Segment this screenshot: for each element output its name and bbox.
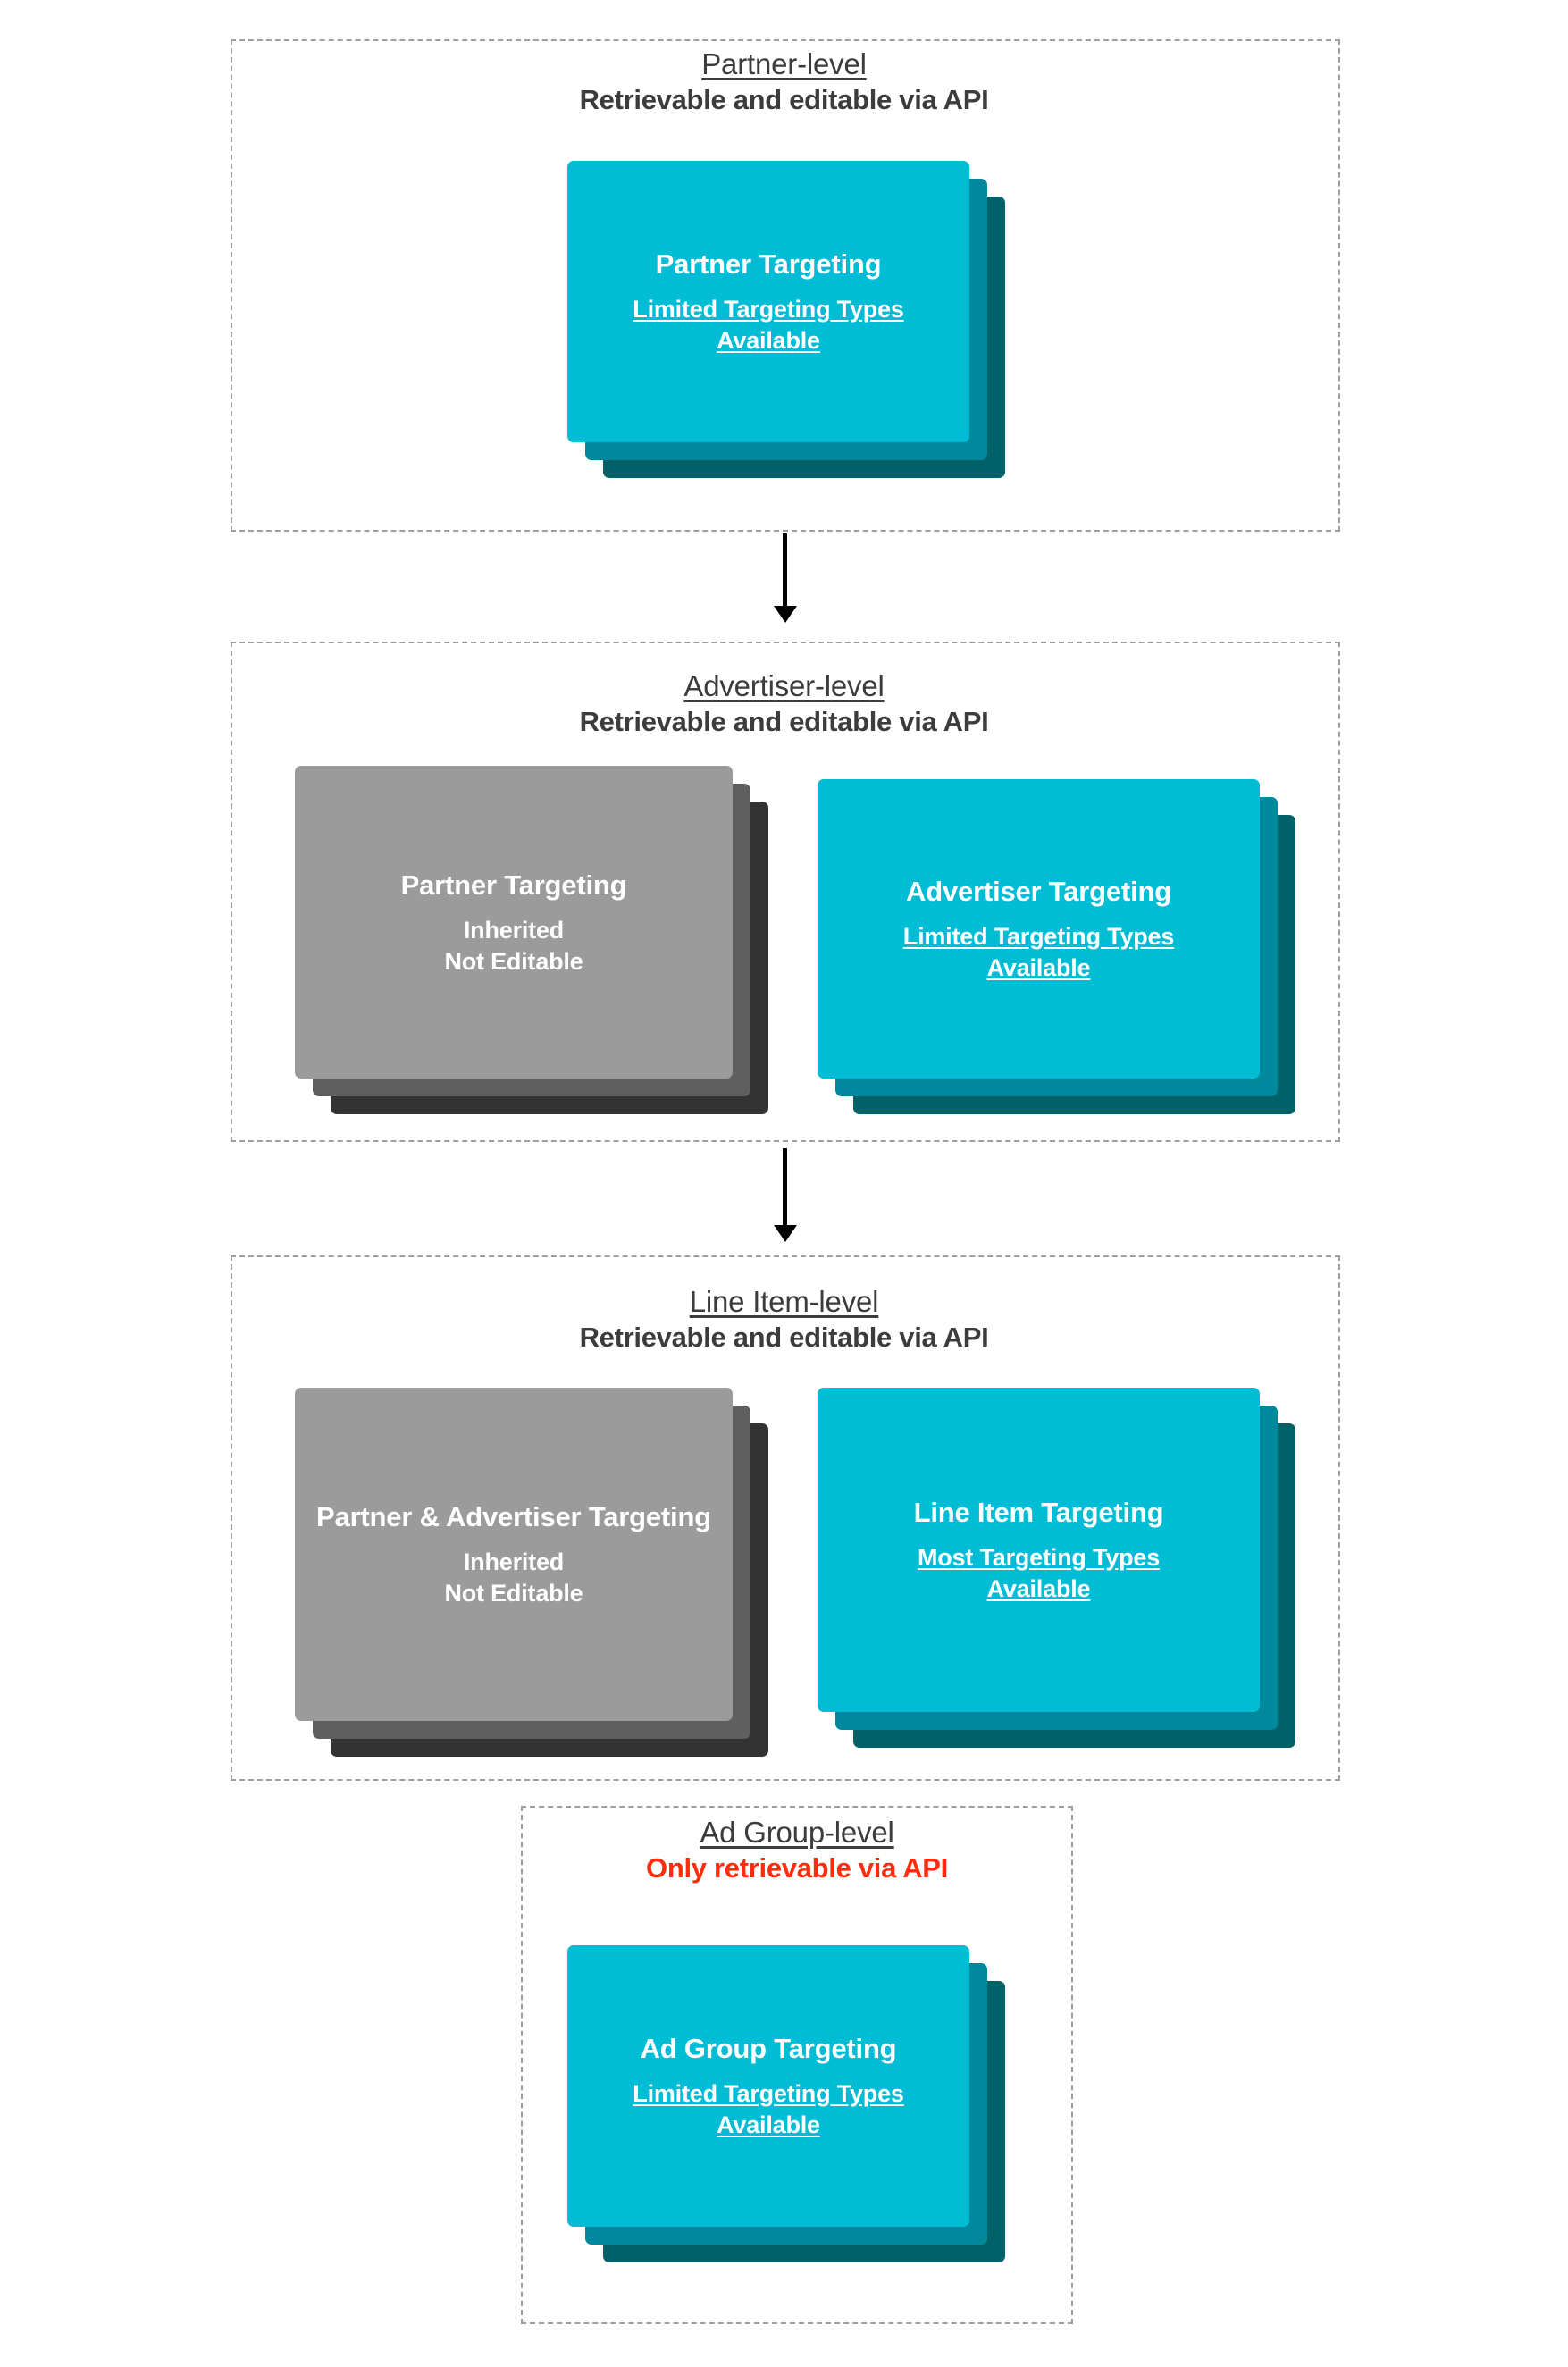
card-note-line2: Not Editable bbox=[444, 947, 583, 975]
card-title: Advertiser Targeting bbox=[906, 876, 1171, 907]
card-note-line2: Available bbox=[717, 327, 820, 354]
level-title-adgroup: Ad Group-level bbox=[700, 1816, 894, 1849]
arrow-shaft bbox=[783, 533, 787, 606]
card-note: Inherited Not Editable bbox=[444, 1547, 583, 1609]
card-ad-group-targeting[interactable]: Ad Group Targeting Limited Targeting Typ… bbox=[567, 1945, 969, 2227]
arrow-head-icon bbox=[774, 606, 797, 623]
card-note-line2: Not Editable bbox=[444, 1580, 583, 1607]
level-container-advertiser bbox=[231, 642, 1340, 1142]
level-title-advertiser: Advertiser-level bbox=[683, 669, 885, 702]
card-partner-advertiser-targeting-inherited[interactable]: Partner & Advertiser Targeting Inherited… bbox=[295, 1388, 733, 1721]
level-title-lineitem: Line Item-level bbox=[689, 1285, 879, 1318]
card-stack-advertiser-targeting: Advertiser Targeting Limited Targeting T… bbox=[818, 779, 1295, 1114]
card-partner-targeting-inherited[interactable]: Partner Targeting Inherited Not Editable bbox=[295, 766, 733, 1079]
card-note: Limited Targeting Types Available bbox=[633, 2078, 904, 2141]
level-heading-partner: Partner-level Retrievable and editable v… bbox=[0, 46, 1568, 118]
card-note: Inherited Not Editable bbox=[444, 915, 583, 978]
level-subtitle-lineitem: Retrievable and editable via API bbox=[579, 1322, 989, 1353]
card-note-line1: Most Targeting Types bbox=[917, 1544, 1161, 1571]
card-stack-adgroup-targeting: Ad Group Targeting Limited Targeting Typ… bbox=[567, 1945, 1005, 2262]
card-line-item-targeting[interactable]: Line Item Targeting Most Targeting Types… bbox=[818, 1388, 1260, 1712]
card-title: Ad Group Targeting bbox=[640, 2033, 897, 2064]
level-heading-advertiser: Advertiser-level Retrievable and editabl… bbox=[0, 668, 1568, 740]
card-title: Partner & Advertiser Targeting bbox=[316, 1501, 711, 1532]
level-container-adgroup bbox=[521, 1806, 1073, 2324]
level-container-partner bbox=[231, 39, 1340, 532]
card-advertiser-targeting[interactable]: Advertiser Targeting Limited Targeting T… bbox=[818, 779, 1260, 1079]
card-note-line2: Available bbox=[986, 1575, 1091, 1602]
level-title-partner: Partner-level bbox=[701, 47, 867, 80]
card-note-line1: Inherited bbox=[463, 1549, 565, 1575]
card-note-line1: Limited Targeting Types bbox=[633, 2080, 904, 2107]
card-note-line1: Limited Targeting Types bbox=[633, 296, 904, 323]
level-subtitle-partner: Retrievable and editable via API bbox=[579, 84, 989, 115]
card-title: Line Item Targeting bbox=[913, 1497, 1164, 1528]
card-note: Limited Targeting Types Available bbox=[902, 921, 1175, 984]
level-heading-adgroup: Ad Group-level Only retrievable via API bbox=[521, 1815, 1073, 1886]
card-stack-lineitem-inherited: Partner & Advertiser Targeting Inherited… bbox=[295, 1388, 768, 1757]
card-stack-advertiser-inherited-partner: Partner Targeting Inherited Not Editable bbox=[295, 766, 768, 1114]
card-title: Partner Targeting bbox=[400, 869, 627, 901]
card-note: Most Targeting Types Available bbox=[918, 1542, 1160, 1605]
card-title: Partner Targeting bbox=[655, 248, 882, 280]
level-subtitle-advertiser: Retrievable and editable via API bbox=[579, 706, 989, 737]
level-subtitle-adgroup: Only retrievable via API bbox=[646, 1852, 948, 1884]
card-note-line1: Inherited bbox=[463, 916, 565, 944]
card-note-line2: Available bbox=[986, 954, 1091, 981]
card-stack-lineitem-targeting: Line Item Targeting Most Targeting Types… bbox=[818, 1388, 1295, 1748]
arrow-shaft bbox=[783, 1148, 787, 1225]
card-note-line1: Limited Targeting Types bbox=[902, 923, 1175, 950]
card-note: Limited Targeting Types Available bbox=[633, 294, 904, 357]
level-container-lineitem bbox=[231, 1255, 1340, 1781]
card-stack-partner-targeting: Partner Targeting Limited Targeting Type… bbox=[567, 161, 1005, 478]
level-heading-lineitem: Line Item-level Retrievable and editable… bbox=[0, 1284, 1568, 1356]
card-note-line2: Available bbox=[717, 2111, 820, 2138]
arrow-head-icon bbox=[774, 1225, 797, 1242]
card-partner-targeting[interactable]: Partner Targeting Limited Targeting Type… bbox=[567, 161, 969, 442]
